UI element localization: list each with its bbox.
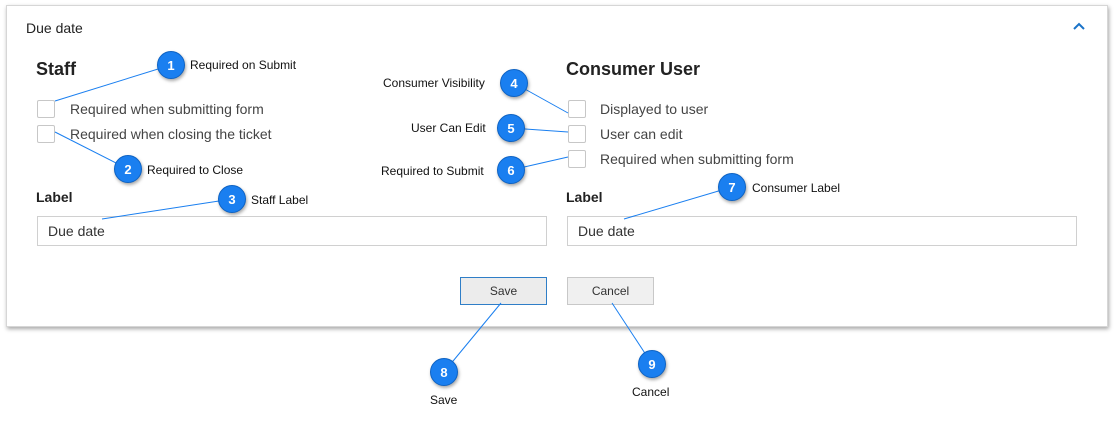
callout-1-badge: 1: [157, 51, 185, 79]
cancel-button[interactable]: Cancel: [567, 277, 654, 305]
consumer-required-submit-label: Required when submitting form: [600, 151, 794, 167]
callout-9-badge: 9: [638, 350, 666, 378]
callout-4-badge: 4: [500, 69, 528, 97]
callout-1-text: Required on Submit: [190, 58, 297, 72]
callout-8-text: Save: [430, 393, 458, 407]
consumer-displayed-label: Displayed to user: [600, 101, 709, 117]
consumer-can-edit-checkbox[interactable]: [568, 125, 586, 143]
callout-2-text: Required to Close: [147, 163, 244, 177]
callout-7-badge: 7: [718, 173, 746, 201]
staff-required-close-label: Required when closing the ticket: [70, 126, 272, 142]
callout-2-badge: 2: [114, 155, 142, 183]
callout-3-text: Staff Label: [251, 193, 309, 207]
callout-7-text: Consumer Label: [752, 181, 841, 195]
callout-5-badge: 5: [497, 114, 525, 142]
consumer-required-submit-checkbox[interactable]: [568, 150, 586, 168]
callout-6-text: Required to Submit: [381, 164, 484, 178]
staff-label-title: Label: [36, 189, 73, 205]
consumer-label-input[interactable]: Due date: [567, 216, 1077, 246]
save-button[interactable]: Save: [460, 277, 547, 305]
staff-required-close-checkbox[interactable]: [37, 125, 55, 143]
callout-6-badge: 6: [497, 156, 525, 184]
staff-required-submit-checkbox[interactable]: [37, 100, 55, 118]
consumer-displayed-checkbox[interactable]: [568, 100, 586, 118]
staff-required-submit-label: Required when submitting form: [70, 101, 264, 117]
callout-5-text: User Can Edit: [411, 121, 486, 135]
callout-9-text: Cancel: [632, 385, 670, 399]
callout-8-badge: 8: [430, 358, 458, 386]
staff-title: Staff: [36, 59, 76, 79]
due-date-panel: Due date Staff Required when submitting …: [6, 5, 1108, 327]
consumer-can-edit-label: User can edit: [600, 126, 683, 142]
consumer-label-title: Label: [566, 189, 603, 205]
consumer-title: Consumer User: [566, 59, 701, 79]
chevron-up-icon[interactable]: [1071, 18, 1087, 34]
staff-label-input[interactable]: Due date: [37, 216, 547, 246]
panel-title: Due date: [26, 20, 83, 36]
callout-4-text: Consumer Visibility: [383, 76, 485, 90]
callout-3-badge: 3: [218, 185, 246, 213]
